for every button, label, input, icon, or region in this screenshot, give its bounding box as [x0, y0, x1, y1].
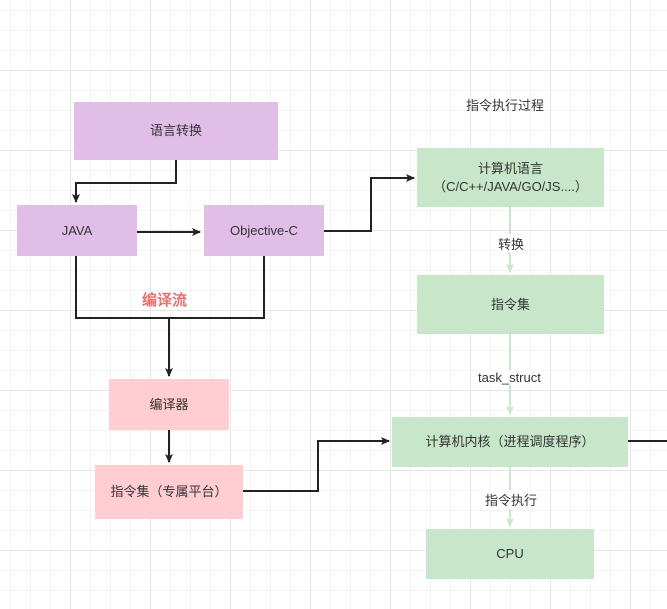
node-isa-platform: 指令集（专属平台）: [95, 465, 243, 519]
edge-langconvert-to-java: [72, 160, 177, 203]
edge-label-exec: 指令执行: [485, 490, 538, 509]
edge-label-task-struct: task_struct: [478, 370, 541, 385]
diagram-title: 指令执行过程: [466, 98, 545, 113]
node-compiler: 编译器: [109, 379, 229, 430]
computer-language-line2: （C/C++/JAVA/GO/JS....）: [433, 178, 588, 194]
node-cpu: CPU: [426, 529, 594, 579]
node-instruction-set: 指令集: [417, 275, 604, 334]
edge-label-convert: 转换: [498, 234, 525, 253]
edge-isa-platform-to-kernel: [243, 437, 390, 492]
node-java: JAVA: [17, 205, 137, 256]
edge-objc-to-computer-lang: [324, 174, 415, 232]
node-language-conversion: 语言转换: [74, 102, 278, 160]
node-objective-c: Objective-C: [204, 205, 324, 256]
computer-language-line1: 计算机语言: [477, 160, 543, 176]
node-kernel: 计算机内核（进程调度程序）: [392, 417, 628, 467]
compile-flow-label: 编译流: [142, 292, 188, 309]
node-computer-language: 计算机语言 （C/C++/JAVA/GO/JS....）: [417, 148, 604, 207]
